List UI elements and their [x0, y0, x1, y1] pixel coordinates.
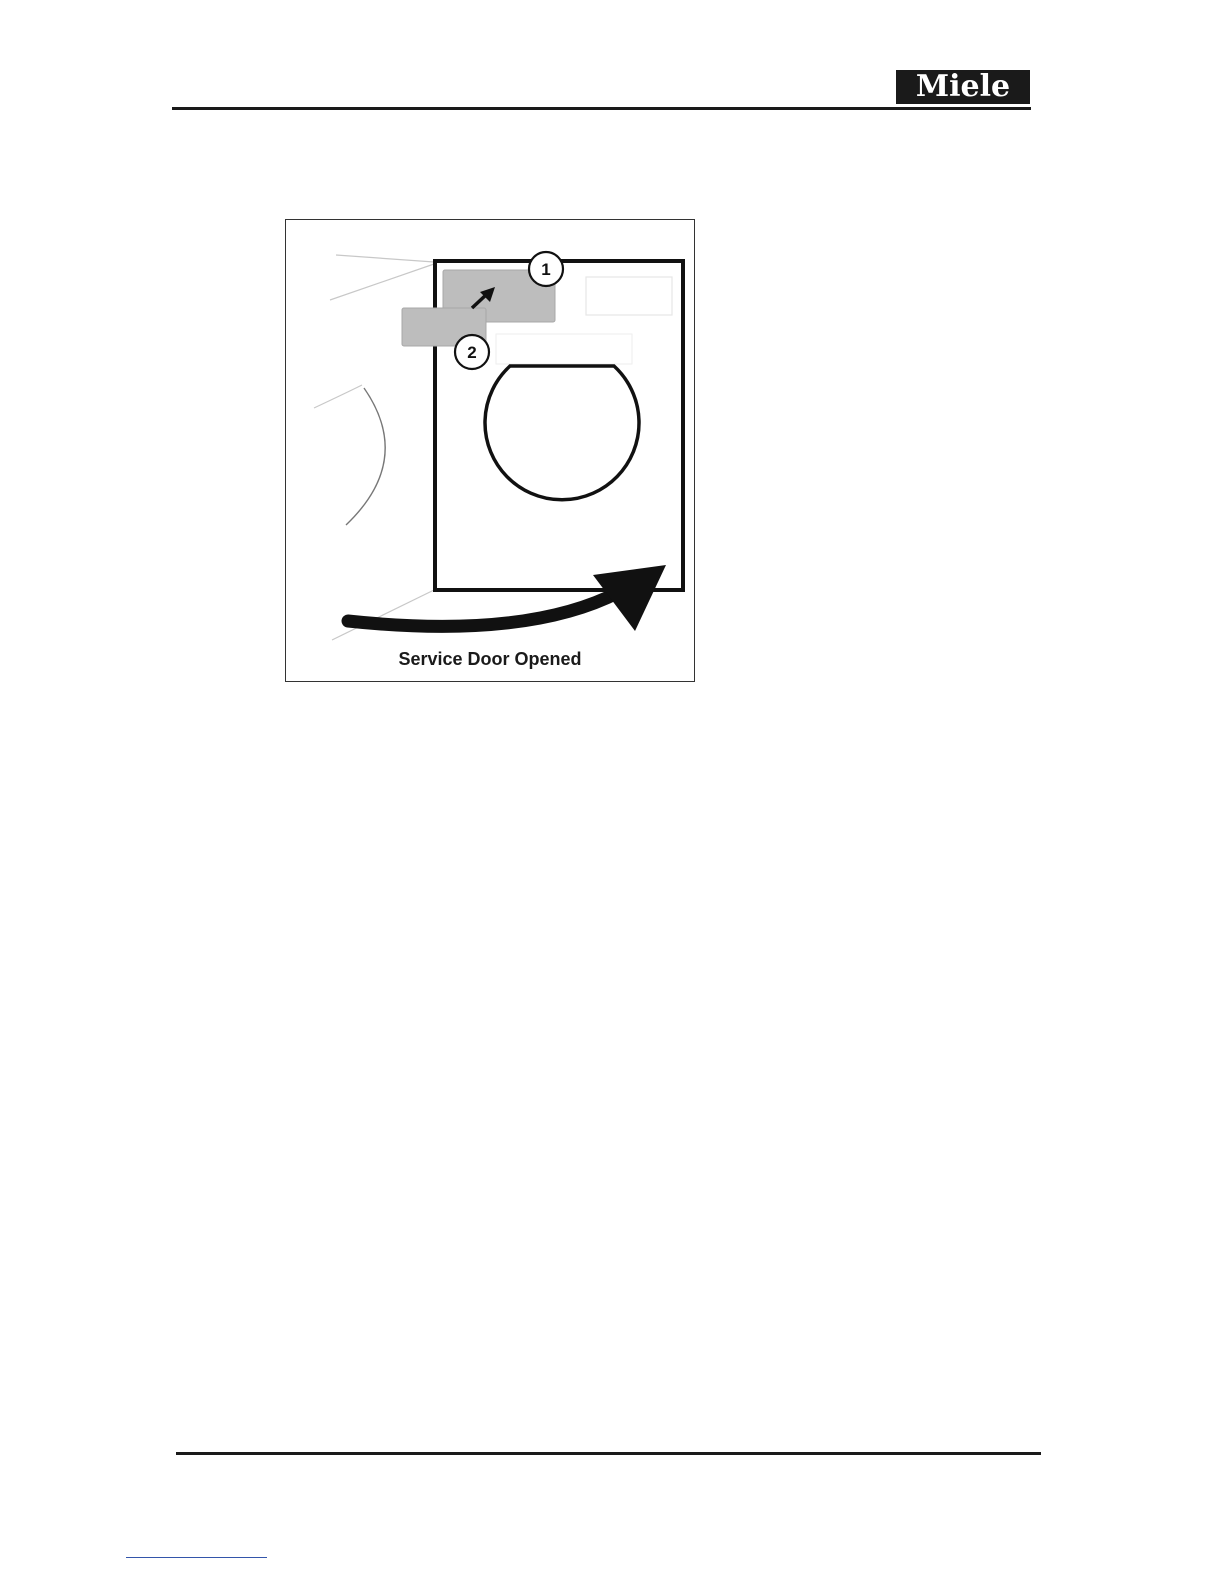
faint-panel — [496, 334, 632, 364]
faint-line — [314, 385, 362, 408]
callout-label-2: 2 — [467, 343, 476, 362]
porthole — [485, 366, 639, 500]
figure-caption: Service Door Opened — [286, 649, 694, 670]
callout-1: 1 — [529, 252, 563, 286]
header-rule — [172, 107, 1031, 110]
door-edge-curve — [346, 388, 385, 525]
faint-line — [336, 255, 434, 262]
service-door-illustration: 1 2 — [286, 220, 696, 683]
footer-rule — [176, 1452, 1041, 1455]
large-arrow-shaft — [348, 592, 619, 626]
footnote-rule — [126, 1557, 267, 1558]
callout-2: 2 — [455, 335, 489, 369]
callout-label-1: 1 — [541, 260, 550, 279]
miele-logo: Miele — [896, 70, 1030, 104]
faint-line — [330, 264, 434, 300]
figure-service-door: 1 2 Service Door Opened — [285, 219, 695, 682]
faint-panel — [586, 277, 672, 315]
